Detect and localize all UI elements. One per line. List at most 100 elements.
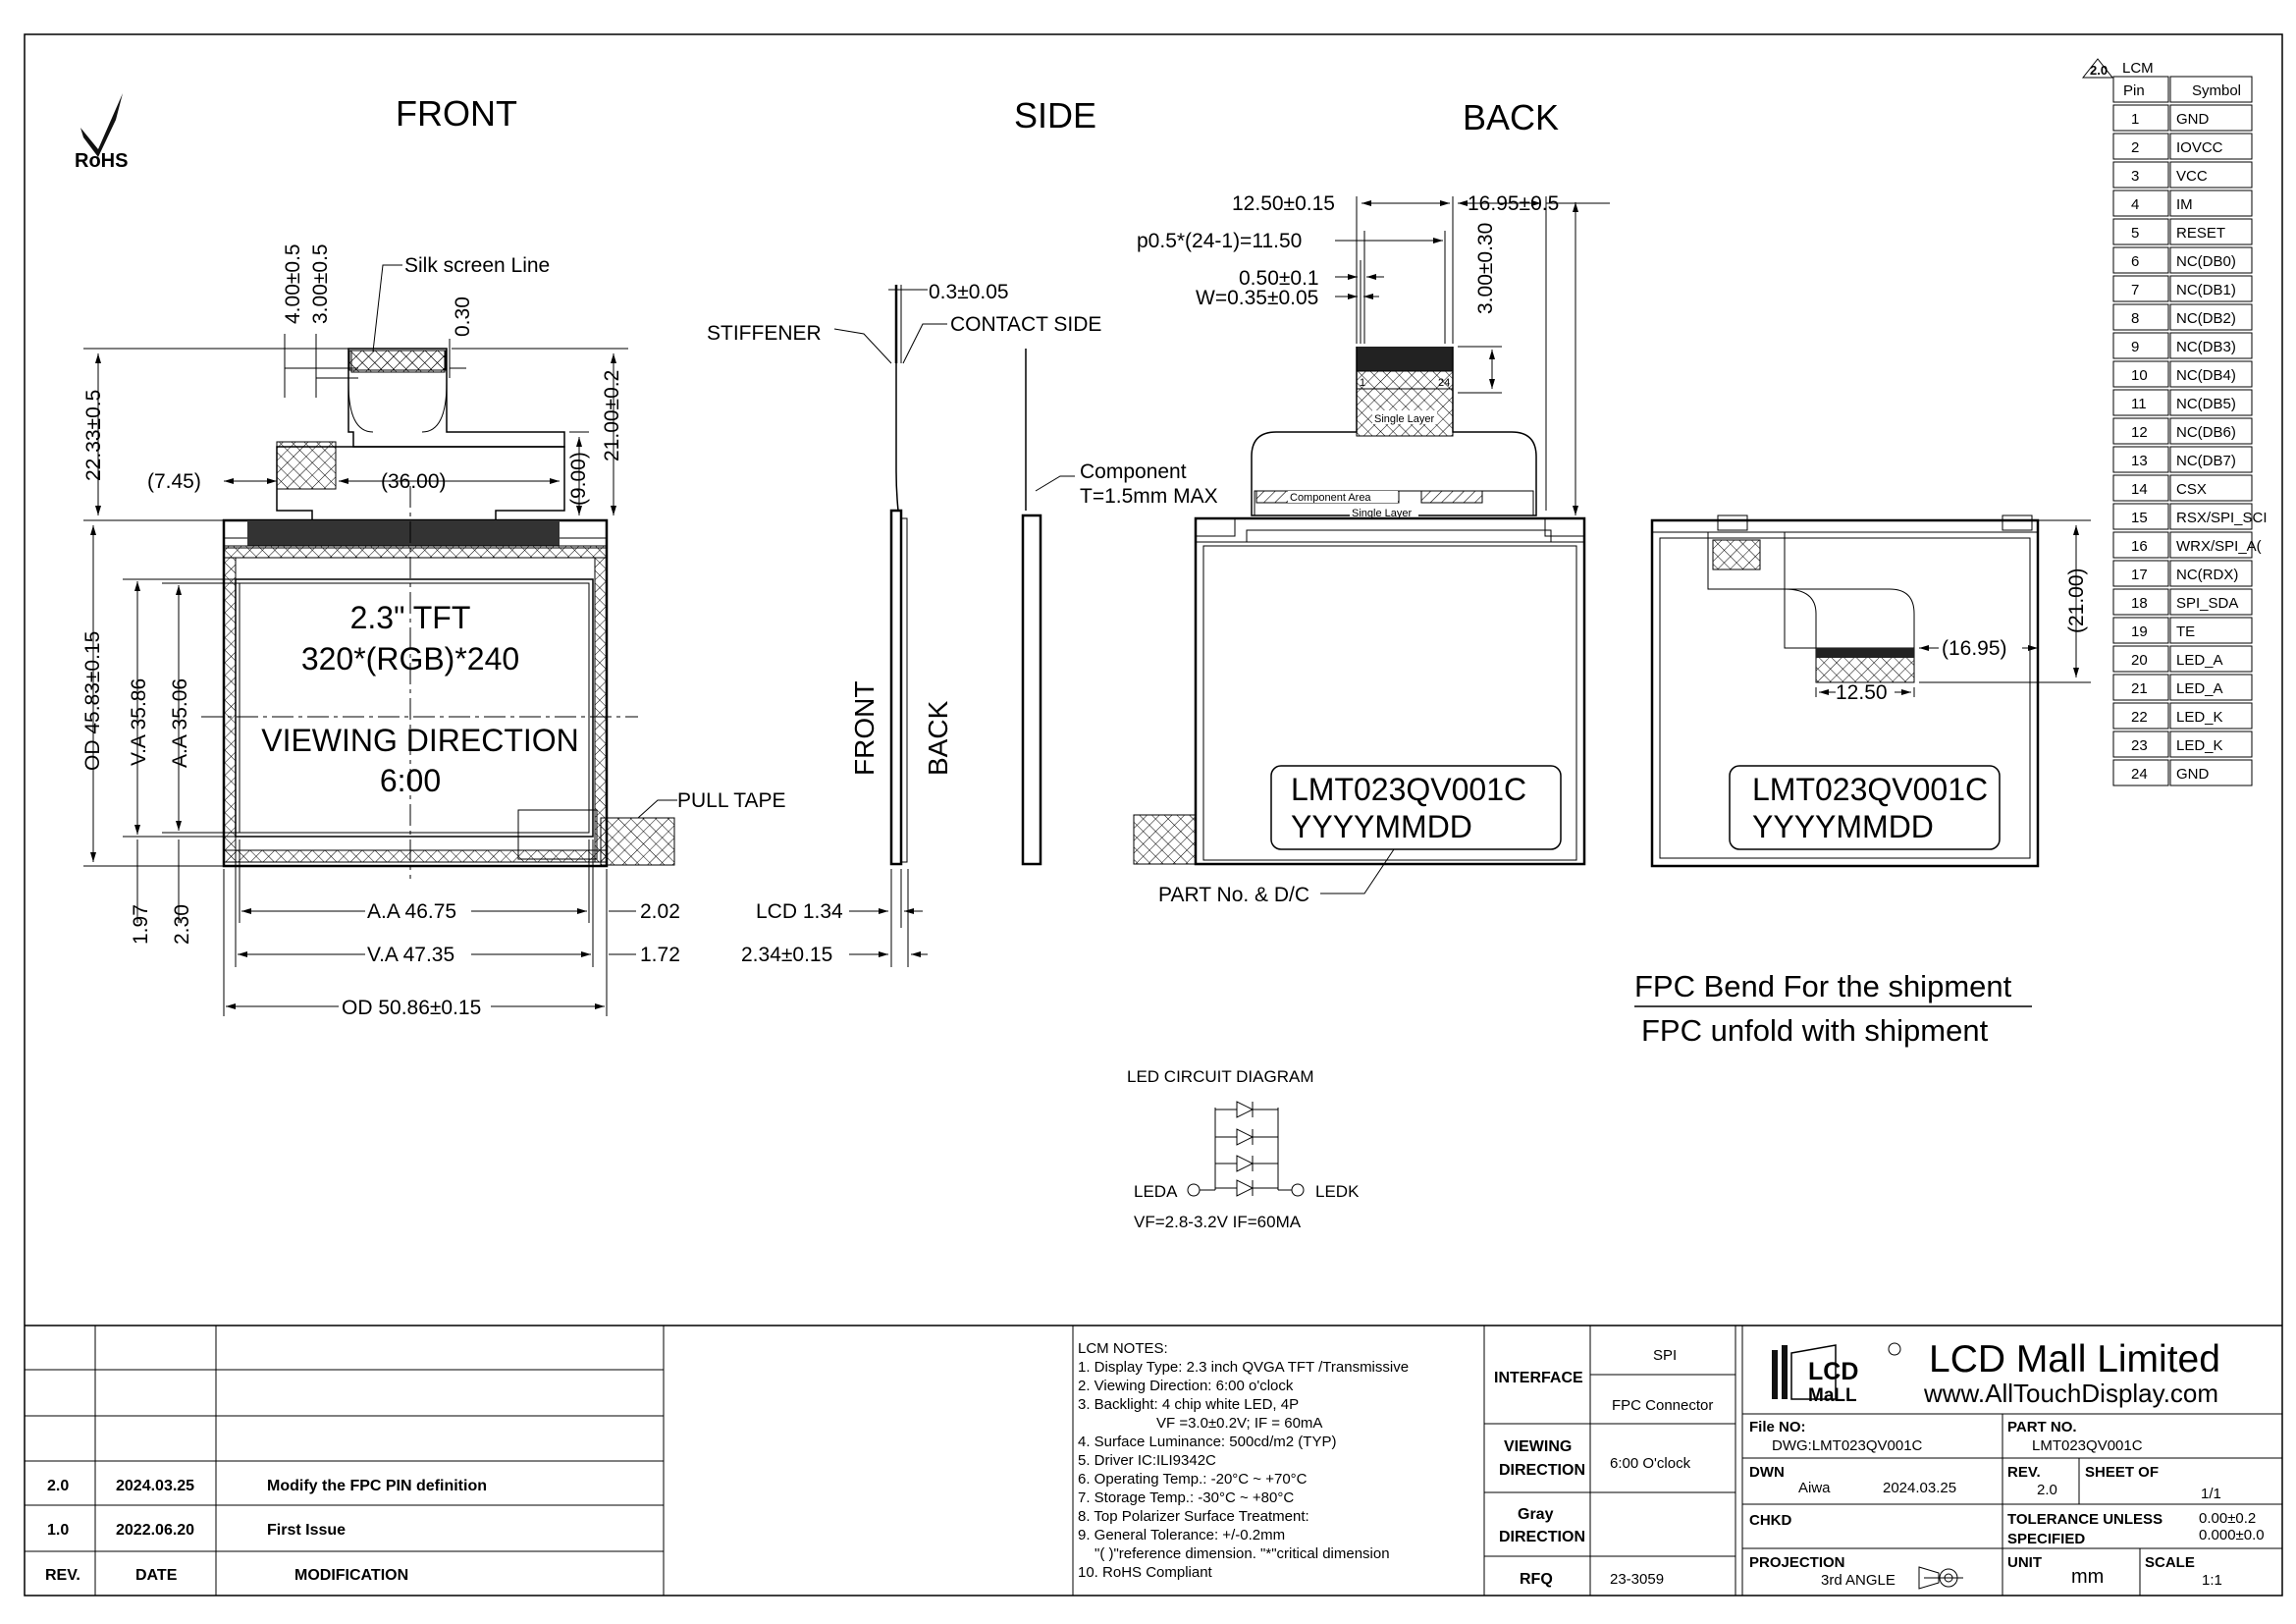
pin-symbol: NC(RDX) (2176, 567, 2238, 583)
contact-side-label: CONTACT SIDE (950, 313, 1101, 336)
note-line: VF =3.0±0.2V; IF = 60mA (1156, 1415, 1322, 1432)
pin-symbol: LED_A (2176, 652, 2223, 669)
back-view: 1 24 Single Layer Component Area Single … (1133, 192, 1610, 906)
note-line: "( )"reference dimension. "*"critical di… (1095, 1545, 1390, 1562)
pin-number: 18 (2131, 595, 2148, 612)
back-component-area: Component Area (1290, 492, 1371, 504)
note-line: 7. Storage Temp.: -30°C ~ +80°C (1078, 1489, 1294, 1506)
component-height-label: T=1.5mm MAX (1080, 485, 1218, 508)
part-no-label: PART NO. (2007, 1419, 2077, 1435)
rohs-label: RoHS (75, 150, 128, 172)
tolerance-value-2: 0.000±0.0 (2199, 1527, 2265, 1543)
pin-symbol: GND (2176, 111, 2210, 128)
dim-21-00: 21.00±0.2 (601, 370, 623, 461)
dim-od-vertical: OD 45.83±0.15 (81, 631, 104, 771)
pin-number: 5 (2131, 225, 2139, 242)
pin-symbol: NC(DB3) (2176, 339, 2236, 355)
rev-label: REV. (2007, 1464, 2041, 1481)
dwn-name: Aiwa (1798, 1480, 1831, 1496)
rev-row-2-mod: First Issue (267, 1522, 346, 1539)
viewing-label-1: VIEWING (1504, 1438, 1572, 1455)
dim-va-horizontal: V.A 47.35 (367, 944, 454, 966)
note-line: 10. RoHS Compliant (1078, 1564, 1213, 1581)
gray-label-1: Gray (1518, 1506, 1554, 1523)
interface-value: SPI (1653, 1347, 1677, 1364)
front-active-area (235, 578, 594, 838)
pin-symbol: VCC (2176, 168, 2208, 185)
pin-number: 21 (2131, 680, 2148, 697)
pin-symbol: WRX/SPI_A( (2176, 538, 2262, 555)
pin-number: 17 (2131, 567, 2148, 583)
pin-number: 15 (2131, 510, 2148, 526)
back-pin24: 24 (1438, 377, 1450, 389)
dim-4-00: 4.00±0.5 (282, 244, 304, 324)
pin-symbol: LED_K (2176, 709, 2223, 726)
back-single-layer-2: Single Layer (1352, 508, 1412, 519)
dim-lcd-thickness: LCD 1.34 (756, 900, 843, 923)
dim-36-00: (36.00) (381, 470, 447, 493)
note-line: 5. Driver IC:ILI9342C (1078, 1452, 1216, 1469)
pin-number: 12 (2131, 424, 2148, 441)
projection-label: PROJECTION (1749, 1554, 1845, 1571)
logo-text-mall: MaLL (1808, 1385, 1857, 1406)
pin-number: 1 (2131, 111, 2139, 128)
ledk-label: LEDK (1315, 1182, 1360, 1201)
sheet-label: SHEET OF (2085, 1464, 2159, 1481)
dim-2-30: 2.30 (171, 904, 193, 945)
viewing-label-2: DIRECTION (1499, 1462, 1585, 1479)
pin-number: 7 (2131, 282, 2139, 298)
lcd-mall-logo: LCD MaLL (1772, 1342, 1901, 1406)
part-no-value: LMT023QV001C (2032, 1437, 2143, 1454)
side-dim-0-3: 0.3±0.05 (929, 281, 1009, 303)
tolerance-label-1: TOLERANCE UNLESS (2007, 1511, 2163, 1528)
pull-tape (600, 817, 675, 866)
note-line: LCM NOTES: (1078, 1340, 1168, 1357)
back-view-unfolded: LMT023QV001C YYYYMMDD (16.95) 12.50 (21.… (1650, 514, 2091, 868)
pin-symbol: NC(DB6) (2176, 424, 2236, 441)
rfq-label: RFQ (1520, 1571, 1553, 1588)
unit-label: UNIT (2007, 1554, 2042, 1571)
pin-number: 23 (2131, 737, 2148, 754)
pin-row: 17 NC(RDX) (2112, 560, 2253, 587)
front-module-outline (222, 518, 609, 868)
pin-symbol: CSX (2176, 481, 2207, 498)
rev-value: 2.0 (2037, 1482, 2057, 1498)
viewing-value: 6:00 O'clock (1610, 1455, 1691, 1472)
pin-table-title: LCM (2122, 60, 2154, 77)
rev-header-rev: REV. (45, 1567, 80, 1584)
component-label: Component (1080, 460, 1187, 483)
revision-triangle-icon (2081, 58, 2114, 79)
unit-value: mm (2071, 1566, 2104, 1588)
side-front-label: FRONT (849, 681, 880, 776)
back-module-outline (1194, 516, 1586, 866)
pin-number: 10 (2131, 367, 2148, 384)
dim-9-00: (9.00) (567, 452, 590, 506)
back-dim-0-50: 0.50±0.1 (1239, 267, 1319, 290)
note-line: 2. Viewing Direction: 6:00 o'clock (1078, 1378, 1294, 1394)
pin-symbol: NC(DB2) (2176, 310, 2236, 327)
scale-label: SCALE (2145, 1554, 2195, 1571)
back-dim-12-50: 12.50±0.15 (1232, 192, 1335, 215)
company-name: LCD Mall Limited (1929, 1338, 2220, 1380)
side-lcd-profile (889, 509, 903, 866)
title-block: 2.0 2024.03.25 Modify the FPC PIN defini… (25, 1326, 2282, 1596)
leda-label: LEDA (1134, 1182, 1178, 1201)
dim-1-72: 1.72 (640, 944, 680, 966)
front-connector (276, 441, 337, 490)
back-dim-16-95: 16.95±0.5 (1468, 192, 1559, 215)
logo-text-lcd: LCD (1808, 1358, 1858, 1385)
lcm-notes: LCM NOTES:1. Display Type: 2.3 inch QVGA… (1078, 1340, 1409, 1581)
viewing-direction-label: VIEWING DIRECTION (261, 723, 579, 758)
